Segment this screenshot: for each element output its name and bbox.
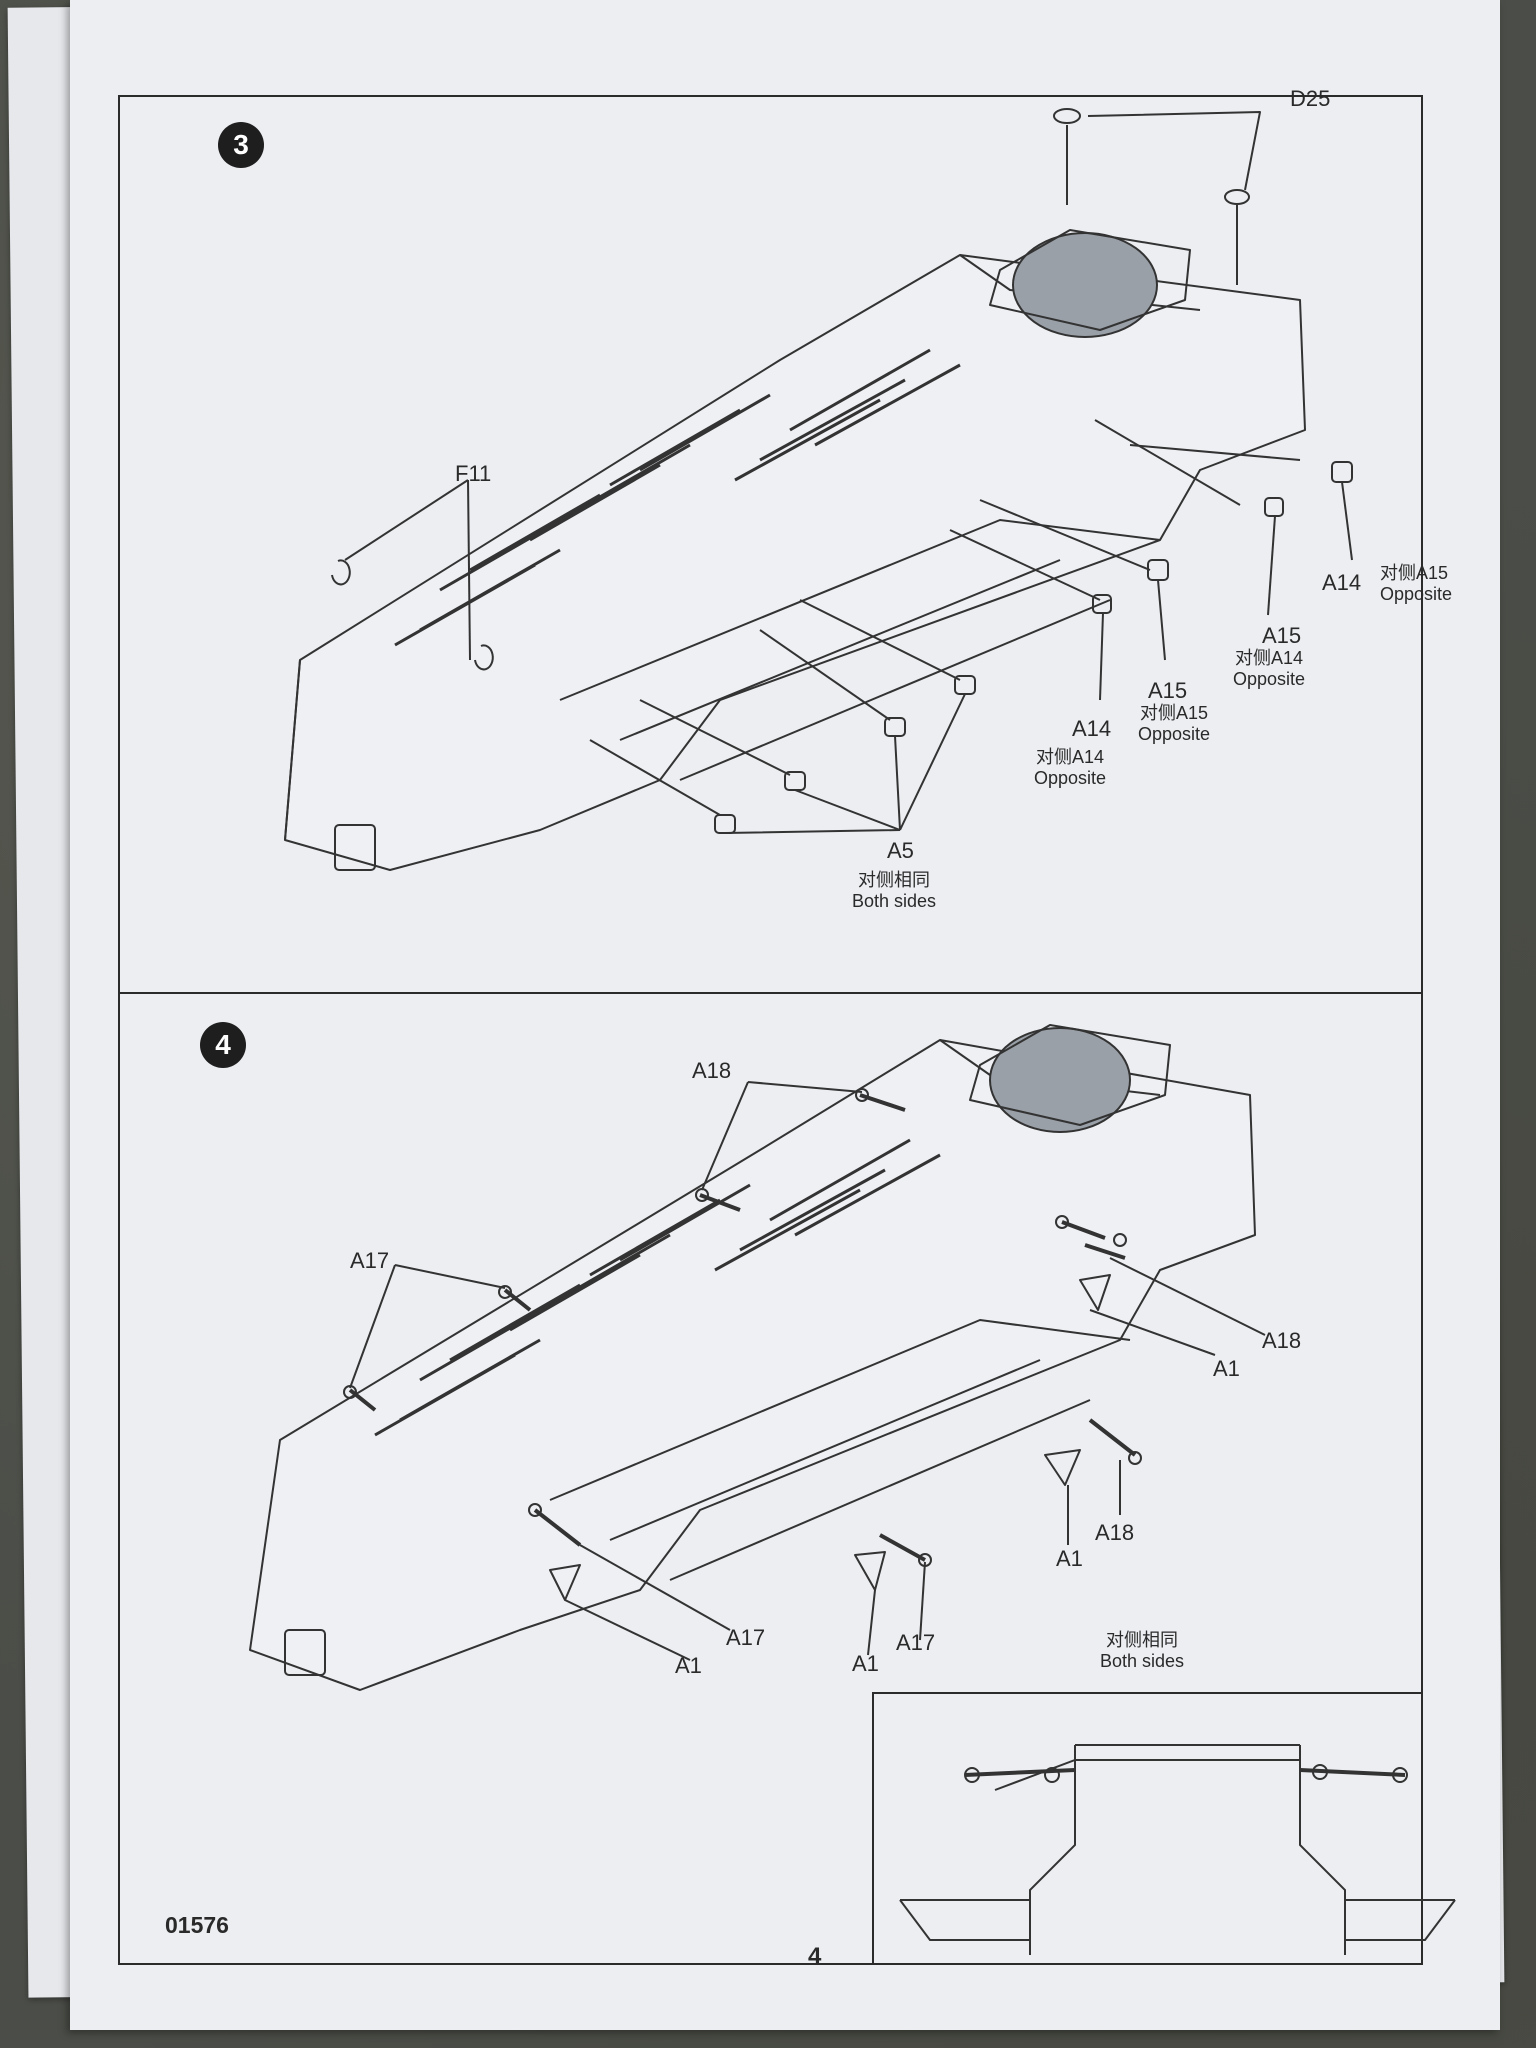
step-divider [118, 992, 1423, 994]
label-a18-lower: A18 [1095, 1520, 1135, 1545]
label-a1-right: A1 [1213, 1356, 1240, 1381]
label-a17-center: A17 [896, 1630, 936, 1655]
label-a1-middle: A1 [1056, 1546, 1083, 1571]
detail-inset [872, 1692, 1423, 1965]
label-a17-left: A17 [350, 1248, 390, 1273]
label-a17-middle: A17 [726, 1625, 766, 1650]
label-a18-right: A18 [1262, 1328, 1302, 1353]
label-a15-lower: A14 [1072, 716, 1112, 741]
label-a14-middle: A15 [1148, 678, 1188, 703]
label-a14-right: A14 [1322, 570, 1362, 595]
label-a18-top: A18 [692, 1058, 732, 1083]
step-3-number: 3 [233, 129, 249, 160]
label-f11: F11 [455, 461, 492, 486]
step-3-badge: 3 [218, 122, 264, 168]
step-4-number: 4 [215, 1029, 231, 1060]
instruction-frame [118, 95, 1423, 1965]
label-d25: D25 [1290, 86, 1331, 111]
step-4-badge: 4 [200, 1022, 246, 1068]
label-a5: A5 [887, 838, 914, 863]
label-a1-center: A1 [852, 1651, 879, 1676]
page-number: 4 [808, 1943, 822, 1970]
label-a1-left: A1 [675, 1653, 702, 1678]
kit-code: 01576 [165, 1912, 229, 1938]
label-a15-upper: A15 [1262, 623, 1302, 648]
